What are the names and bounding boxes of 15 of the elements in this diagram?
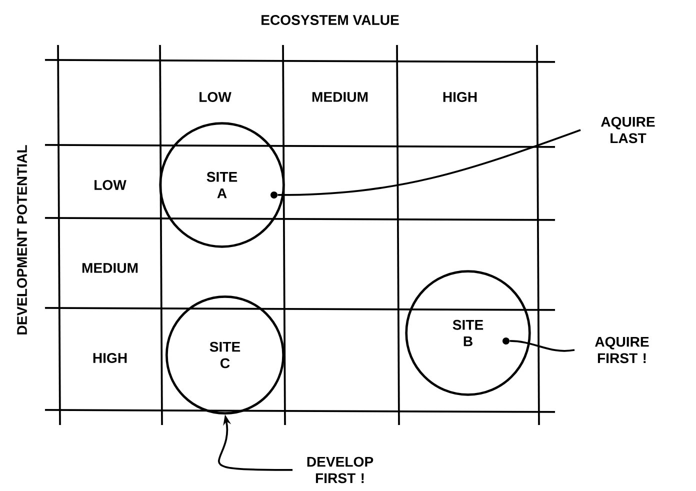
annotation-text: AQUIRE FIRST ! (595, 336, 649, 364)
column-header: MEDIUM (312, 92, 368, 102)
column-header: HIGH (443, 92, 477, 102)
end-dot (502, 337, 510, 344)
end-dot (270, 191, 278, 198)
annotation-text: AQUIRE LAST (601, 116, 655, 144)
row-header: MEDIUM (82, 263, 138, 273)
row-header: LOW (94, 180, 126, 190)
column-header: LOW (200, 92, 232, 102)
annotation-text: DEVELOP FIRST ! (307, 456, 374, 484)
leader-line (510, 340, 575, 352)
axis-title: ECOSYSTEM VALUE (262, 15, 399, 25)
axis-title: DEVELOPMENT POTENTIAL (17, 145, 27, 334)
row-header: HIGH (93, 353, 127, 363)
leader-line (278, 129, 581, 196)
